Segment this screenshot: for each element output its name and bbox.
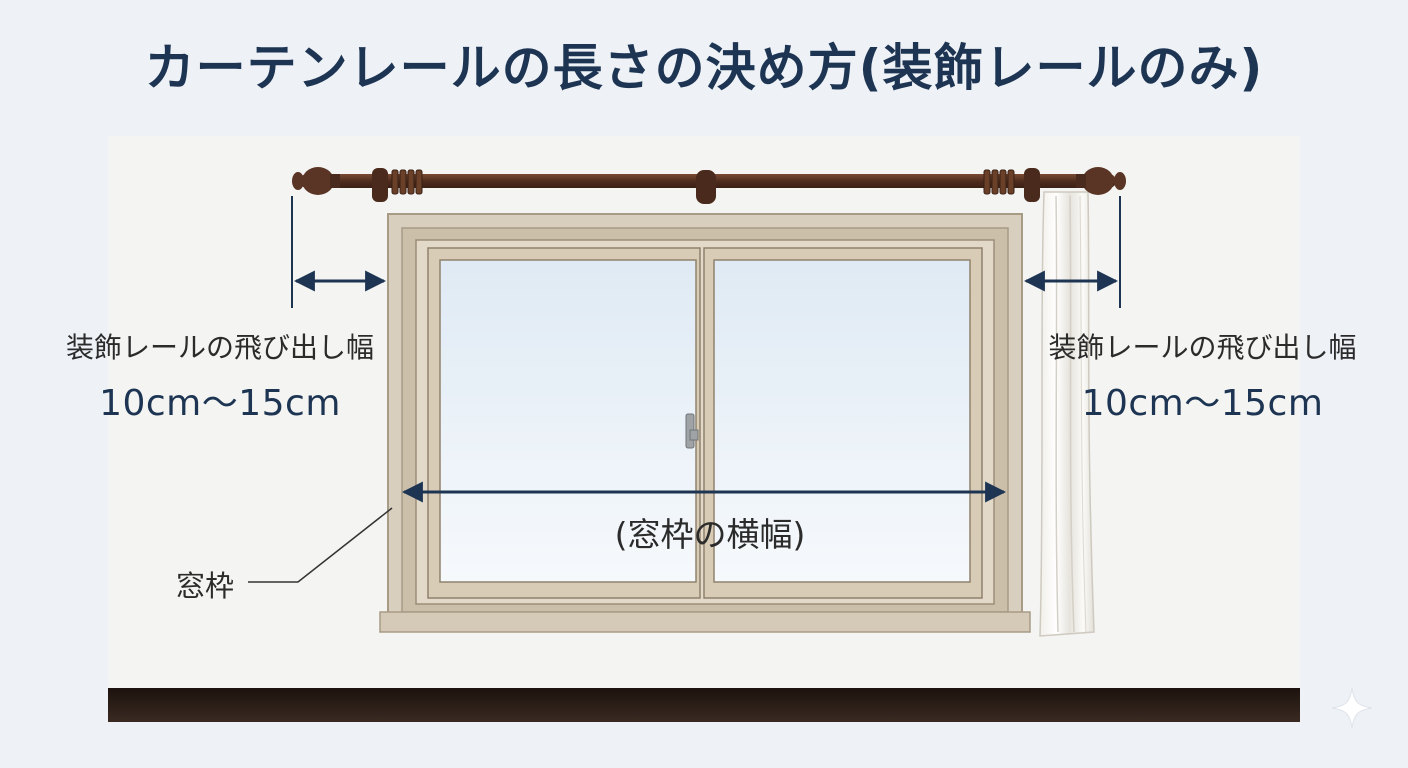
frame-label: 窓枠	[176, 569, 235, 603]
window-sill	[379, 611, 1031, 633]
window-frame	[379, 213, 1031, 633]
left-overhang-dimension	[291, 196, 387, 308]
sparkle-icon	[1331, 687, 1373, 729]
frame-leader-line	[248, 507, 393, 583]
right-overhang-size: 10cm～15cm	[1081, 383, 1324, 424]
curtain	[1039, 191, 1095, 637]
left-overhang-label: 装飾レールの飛び出し幅 10cm～15cm	[40, 326, 400, 426]
right-overhang-text: 装飾レールの飛び出し幅	[1048, 331, 1357, 364]
frame-width-label: (窓枠の横幅)	[614, 515, 806, 554]
left-overhang-size: 10cm～15cm	[99, 383, 341, 424]
right-overhang-dimension	[1023, 196, 1121, 308]
floor-baseboard	[108, 688, 1300, 722]
page-title: カーテンレールの長さの決め方(装飾レールのみ)	[144, 39, 1264, 97]
left-overhang-text: 装飾レールの飛び出し幅	[65, 331, 374, 364]
decorative-rail	[292, 167, 1126, 204]
right-overhang-label: 装飾レールの飛び出し幅 10cm～15cm	[1030, 326, 1375, 426]
